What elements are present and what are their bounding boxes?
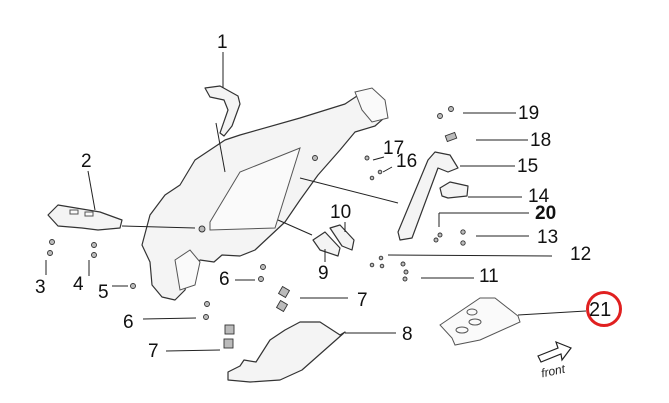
callout-6b: 6: [123, 312, 134, 333]
front-arrow-icon: [537, 340, 572, 363]
callout-5: 5: [98, 282, 109, 303]
part-14-bracket: [439, 181, 469, 199]
callout-11: 11: [479, 266, 499, 287]
callout-19: 19: [518, 103, 540, 124]
callout-14: 14: [528, 186, 550, 207]
main-frame: [141, 87, 389, 301]
callout-21-highlight-circle: [586, 291, 622, 327]
callout-4: 4: [73, 274, 84, 295]
hardware-small: [47, 239, 291, 349]
callout-18: 18: [530, 130, 552, 151]
callout-13: 13: [537, 227, 559, 248]
callout-20: 20: [535, 203, 557, 224]
callout-3: 3: [35, 277, 46, 298]
callout-2: 2: [81, 151, 92, 172]
callout-6a: 6: [219, 269, 230, 290]
callout-21: 21: [589, 299, 612, 321]
part-15-stay: [397, 151, 459, 241]
callout-7b: 7: [148, 341, 159, 362]
part-1-bracket: [204, 85, 241, 137]
callout-17: 17: [383, 138, 405, 159]
callout-12: 12: [570, 244, 592, 265]
callout-15: 15: [517, 156, 539, 177]
part-21-pad: [439, 297, 521, 346]
hardware-right: [364, 106, 466, 282]
callout-10: 10: [330, 202, 352, 223]
callout-1: 1: [217, 32, 228, 53]
callout-9: 9: [318, 263, 329, 284]
part-9-10-brackets: [312, 224, 355, 257]
part-2-plate: [47, 204, 123, 231]
part-8-bracket: [227, 321, 346, 383]
callout-16: 16: [396, 151, 418, 172]
callout-7a: 7: [357, 290, 368, 311]
callout-8: 8: [402, 324, 413, 345]
leader-lines: [45, 52, 587, 352]
